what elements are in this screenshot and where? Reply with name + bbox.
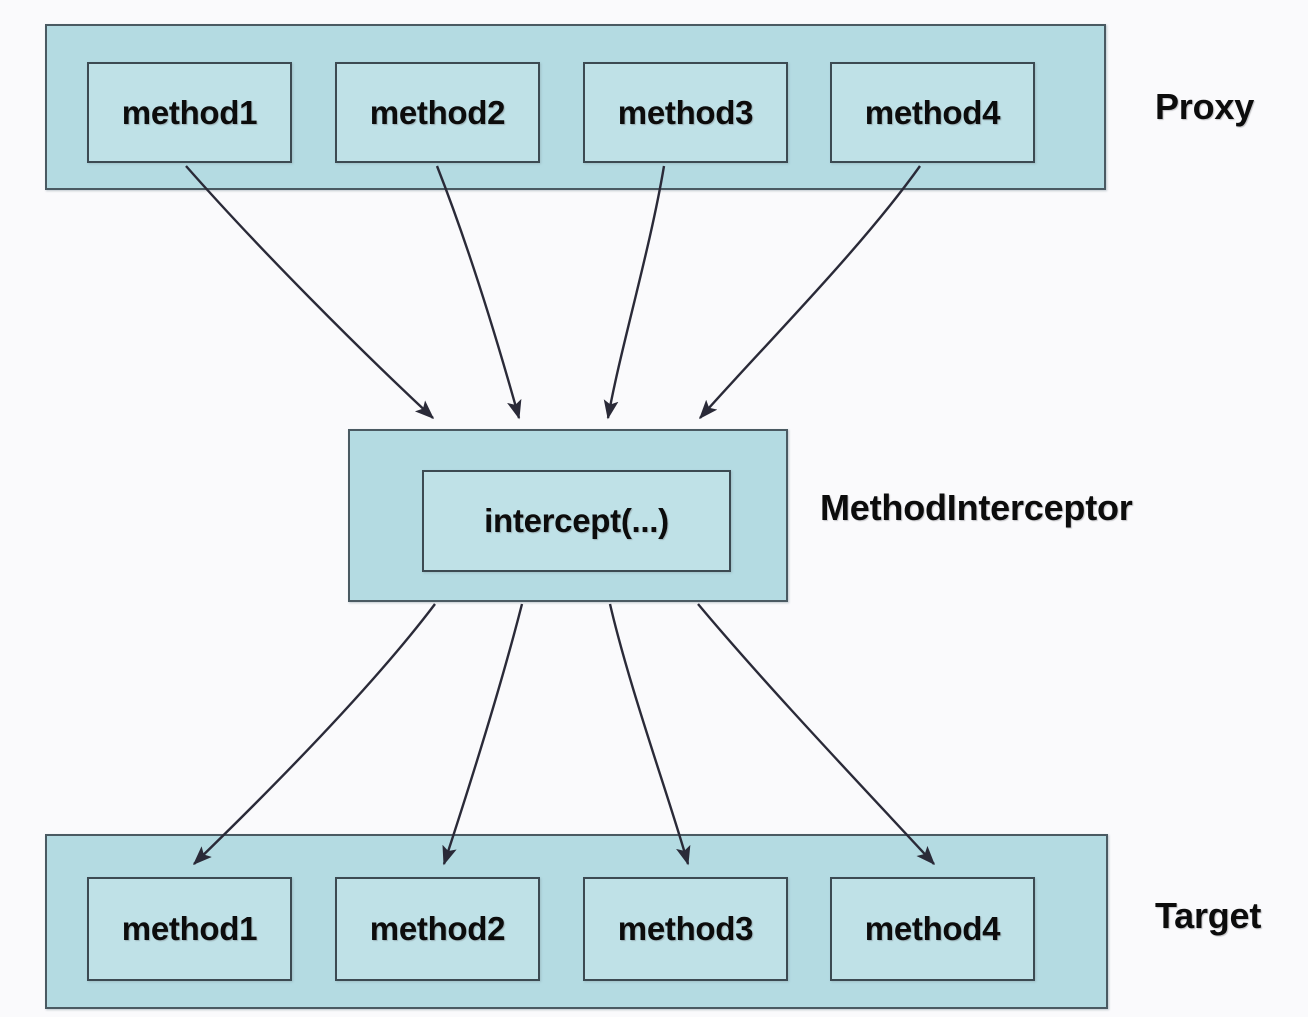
intercept-method-box[interactable]: intercept(...) (422, 470, 731, 572)
target-method-1-box[interactable]: method1 (87, 877, 292, 981)
arrow-intercept-to-target-method1 (192, 603, 436, 866)
target-method-4-label: method4 (864, 910, 1001, 947)
proxy-method-3-box[interactable]: method3 (583, 62, 788, 163)
proxy-method-1-box[interactable]: method1 (87, 62, 292, 163)
target-method-2-box[interactable]: method2 (335, 877, 540, 981)
arrow-intercept-to-target-method4 (697, 603, 935, 866)
arrow-proxy-method2-to-intercept (435, 165, 522, 420)
arrow-intercept-to-target-method2 (442, 603, 524, 866)
intercept-method-label: intercept(...) (484, 502, 669, 539)
proxy-method-2-label: method2 (369, 93, 506, 131)
proxy-method-4-label: method4 (864, 93, 1001, 131)
arrow-proxy-method3-to-intercept (603, 165, 666, 420)
proxy-method-1-label: method1 (121, 93, 258, 131)
arrow-proxy-method1-to-intercept (185, 165, 435, 419)
interceptor-label: MethodInterceptor (820, 487, 1133, 528)
target-label: Target (1155, 895, 1262, 936)
arrow-proxy-method4-to-intercept (699, 165, 921, 420)
target-method-4-box[interactable]: method4 (830, 877, 1035, 981)
proxy-method-3-label: method3 (617, 93, 754, 131)
arrow-intercept-to-target-method3 (608, 603, 691, 866)
proxy-method-4-box[interactable]: method4 (830, 62, 1035, 163)
target-method-3-box[interactable]: method3 (583, 877, 788, 981)
proxy-label: Proxy (1155, 86, 1255, 127)
target-method-2-label: method2 (369, 910, 506, 947)
target-method-1-label: method1 (121, 910, 258, 947)
target-method-3-label: method3 (617, 910, 754, 947)
proxy-method-2-box[interactable]: method2 (335, 62, 540, 163)
